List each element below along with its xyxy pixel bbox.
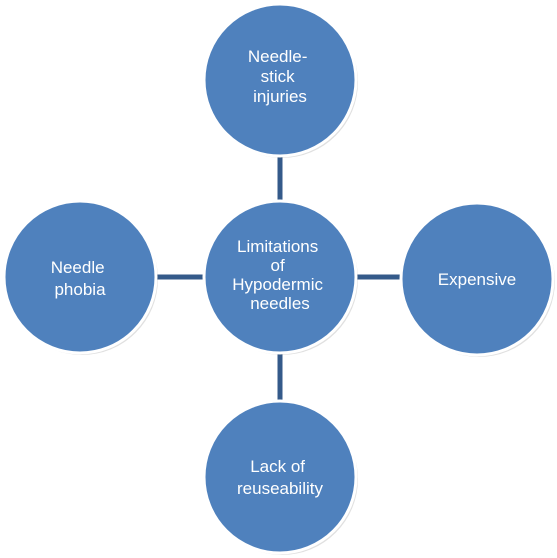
node-circle-top xyxy=(202,2,358,158)
node-label-line: injuries xyxy=(253,87,307,106)
node-circle-bottom xyxy=(202,399,358,555)
node-label-left: Needle phobia xyxy=(51,258,110,299)
node-label-line: of xyxy=(271,256,285,275)
node-label-bottom: Lack of reuseability xyxy=(237,457,323,498)
node-circle-left xyxy=(2,199,158,355)
node-label-line: Limitations xyxy=(237,237,318,256)
node-label-line: needles xyxy=(250,294,310,313)
node-needle-stick-injuries: Needle- stick injuries xyxy=(202,2,358,158)
node-label-right: Expensive xyxy=(438,270,516,289)
node-circle-center xyxy=(202,199,358,355)
node-label-line: stick xyxy=(261,67,296,86)
node-lack-of-reuseability: Lack of reuseability xyxy=(202,399,358,555)
node-label-line: phobia xyxy=(54,280,106,299)
node-label-top: Needle- stick injuries xyxy=(248,47,312,106)
node-label-line: Needle xyxy=(51,258,105,277)
node-needle-phobia: Needle phobia xyxy=(2,199,158,355)
node-label-line: Lack of xyxy=(250,457,305,476)
node-limitations-center: Limitations of Hypodermic needles xyxy=(202,199,358,355)
node-label-center: Limitations of Hypodermic needles xyxy=(232,237,327,313)
node-label-line: Expensive xyxy=(438,270,516,289)
node-label-line: Hypodermic xyxy=(232,275,323,294)
node-circle-right xyxy=(399,201,555,357)
node-expensive: Expensive xyxy=(399,201,555,357)
node-label-line: Needle- xyxy=(248,47,308,66)
node-label-line: reuseability xyxy=(237,479,323,498)
